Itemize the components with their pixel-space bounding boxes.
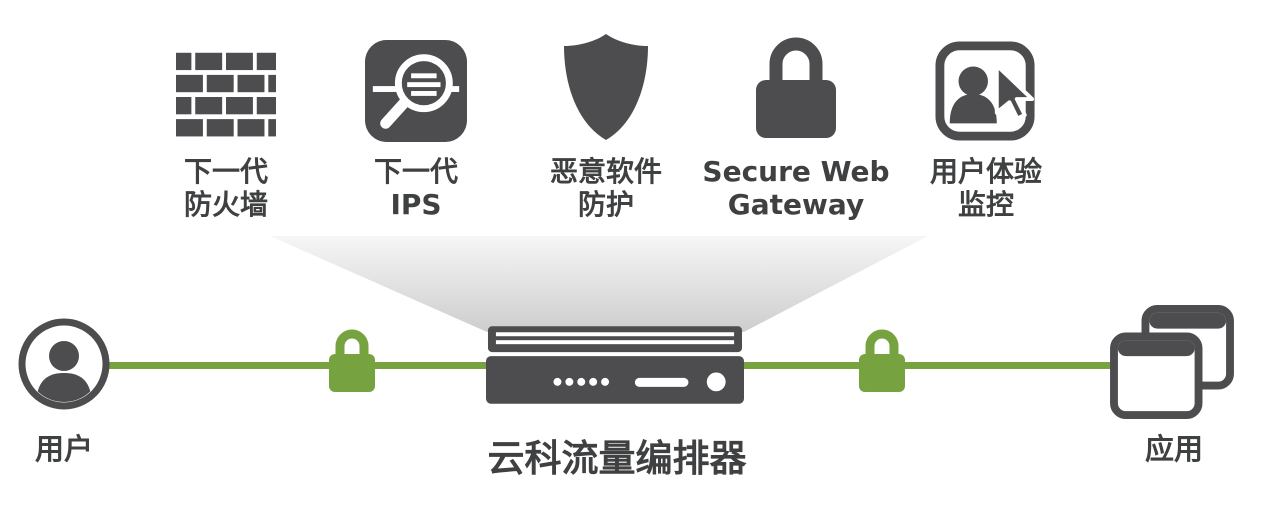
app-windows-icon: [1108, 303, 1236, 425]
service-uem: 用户体验 监控: [891, 26, 1081, 221]
service-label-malware: 恶意软件 防护: [549, 155, 662, 222]
service-swg: Secure Web Gateway: [701, 26, 891, 221]
user-label: 用户: [34, 432, 93, 466]
brick-wall-firewall-icon: [176, 26, 276, 142]
green-lock-left-icon: [326, 324, 378, 400]
apps-label: 应用: [1144, 432, 1203, 466]
green-lock-right-icon: [856, 324, 908, 400]
service-malware-protection: 恶意软件 防护: [511, 26, 701, 221]
magnifier-inspection-icon: [365, 26, 467, 142]
service-ngfw: 下一代 防火墙: [131, 26, 321, 221]
service-label-swg: Secure Web Gateway: [702, 155, 890, 222]
padlock-icon: [750, 26, 842, 142]
orchestrator-label: 云科流量编排器: [487, 437, 747, 480]
service-label-ngips: 下一代 IPS: [373, 155, 458, 222]
shield-icon: [558, 26, 654, 142]
service-label-ngfw: 下一代 防火墙: [183, 155, 268, 222]
user-cursor-monitor-icon: [934, 26, 1038, 142]
funnel-beam: [270, 236, 928, 332]
server-appliance-icon: [486, 326, 744, 408]
user-circle-icon: [18, 318, 110, 414]
service-label-uem: 用户体验 监控: [929, 155, 1042, 222]
service-ngips: 下一代 IPS: [321, 26, 511, 221]
